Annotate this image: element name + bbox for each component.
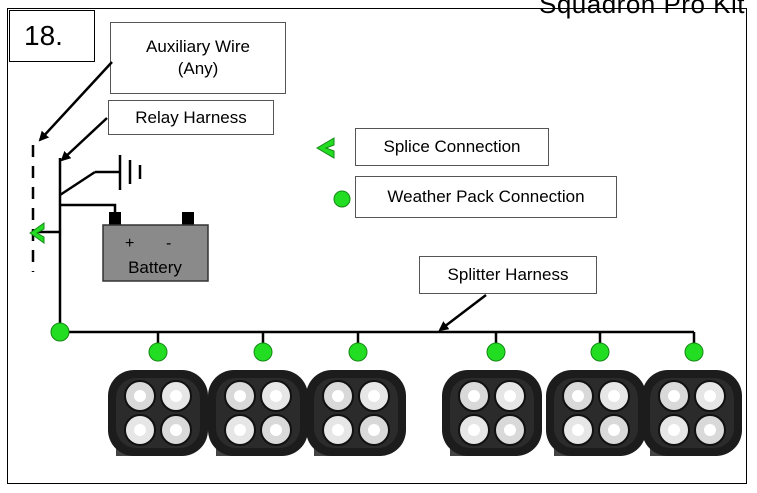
weather-pack-connector	[148, 342, 168, 362]
splitter-harness-label: Splitter Harness	[419, 256, 597, 294]
battery-plus-sign: +	[125, 235, 134, 252]
splice-legend-icon	[316, 137, 335, 159]
led-pod-light-icon	[305, 369, 407, 457]
battery-label: Battery	[128, 258, 182, 277]
splitter-harness-arrow	[438, 294, 487, 332]
ground-branch	[59, 170, 96, 197]
weather-pack-connector	[684, 342, 704, 362]
splice-connector-icon	[29, 222, 45, 244]
weather-pack-connector	[50, 322, 70, 342]
weather-pack-connector	[348, 342, 368, 362]
step-number: 18.	[9, 10, 95, 62]
led-pod-light-icon	[207, 369, 309, 457]
relay-harness-arrow	[60, 117, 108, 162]
splice-connection-label: Splice Connection	[355, 128, 549, 166]
weather-pack-connector	[253, 342, 273, 362]
led-pod-light-icon	[107, 369, 209, 457]
light-drop-wires	[156, 332, 696, 352]
relay-harness-label: Relay Harness	[108, 100, 274, 135]
battery-minus-sign: -	[166, 235, 171, 252]
auxiliary-wire-arrow	[38, 61, 113, 142]
battery-positive-wire	[60, 203, 117, 215]
led-pod-light-icon	[641, 369, 743, 457]
auxiliary-wire-label: Auxiliary Wire (Any)	[110, 22, 286, 94]
kit-title: Squadron Pro Kit	[538, 0, 745, 19]
led-pod-light-icon	[441, 369, 543, 457]
ground-icon	[118, 155, 142, 190]
led-pod-light-icon	[545, 369, 647, 457]
weather-pack-legend-icon	[333, 190, 351, 208]
weather-pack-connector	[486, 342, 506, 362]
weather-pack-connection-label: Weather Pack Connection	[355, 176, 617, 218]
diagram-frame	[7, 8, 747, 484]
battery-icon	[102, 212, 209, 282]
weather-pack-connector	[590, 342, 610, 362]
